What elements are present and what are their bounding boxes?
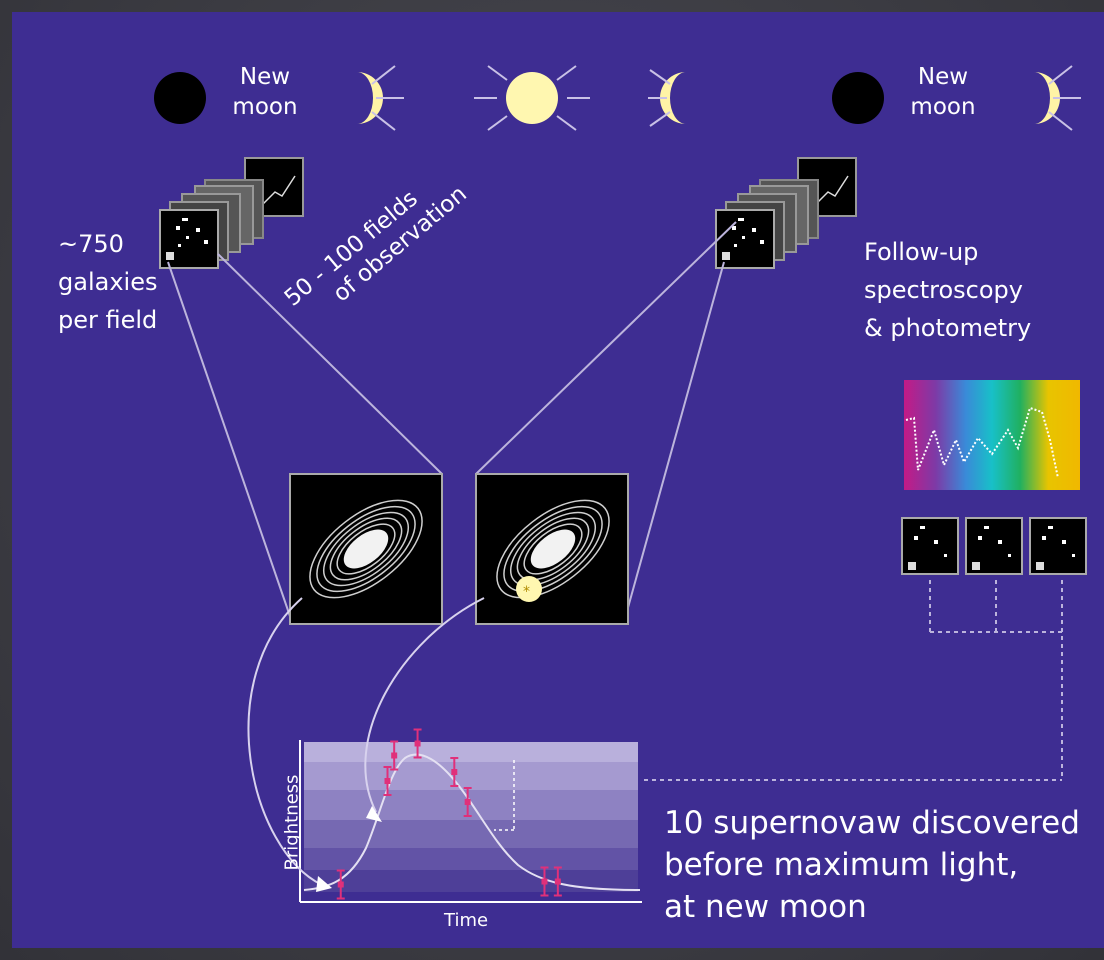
follow-up-images — [644, 517, 1087, 781]
waxing-crescent-icon — [357, 65, 404, 131]
moon-phase-row — [154, 65, 1081, 131]
zoom-lines — [167, 221, 737, 623]
galaxy-with-supernova: * — [475, 473, 629, 625]
full-moon-icon — [474, 65, 590, 131]
arrowhead — [366, 806, 382, 822]
follow-up-thumb — [965, 517, 1023, 575]
svg-text:*: * — [523, 584, 530, 600]
result-line-2: before maximum light, — [664, 847, 1019, 883]
galaxies-label: galaxies — [58, 268, 158, 296]
new-moon-icon — [832, 72, 884, 124]
error-bars — [336, 728, 562, 900]
new-moon-label-right: New moon — [910, 64, 976, 120]
error-bar-point — [413, 728, 422, 759]
error-bar-point — [383, 766, 392, 796]
arrowhead — [316, 876, 332, 892]
error-bar-point — [553, 866, 562, 897]
waning-crescent-icon — [648, 69, 686, 127]
follow-up-line-2: spectroscopy — [864, 276, 1023, 304]
error-bar-point — [390, 740, 399, 771]
new-moon-icon — [154, 72, 206, 124]
supernova-marker — [516, 576, 542, 602]
follow-up-line-1: Follow-up — [864, 238, 979, 266]
galaxy-before — [289, 473, 443, 625]
error-bar-point — [336, 869, 345, 900]
per-field-label: per field — [58, 306, 158, 334]
light-curve-chart — [299, 728, 642, 903]
waxing-crescent-icon — [1034, 65, 1081, 131]
follow-up-thumb — [901, 517, 959, 575]
spectrum-plot — [904, 380, 1080, 490]
error-bar-point — [463, 787, 472, 817]
field-stack-right — [715, 157, 857, 269]
field-stack-left — [159, 157, 304, 269]
x-axis-label: Time — [444, 910, 489, 931]
result-line-1: 10 supernovaw discovered — [664, 805, 1080, 841]
y-axis-label: Brightness — [281, 774, 303, 871]
error-bar-point — [450, 757, 459, 787]
new-moon-label-left: New moon — [232, 64, 298, 120]
error-bar-point — [540, 866, 549, 897]
galaxies-count: ~750 — [58, 230, 124, 258]
result-line-3: at new moon — [664, 889, 867, 925]
follow-up-line-3: & photometry — [864, 314, 1032, 342]
pointer-lines — [247, 597, 485, 886]
follow-up-thumb — [1029, 517, 1087, 575]
light-curve-line — [303, 753, 641, 891]
